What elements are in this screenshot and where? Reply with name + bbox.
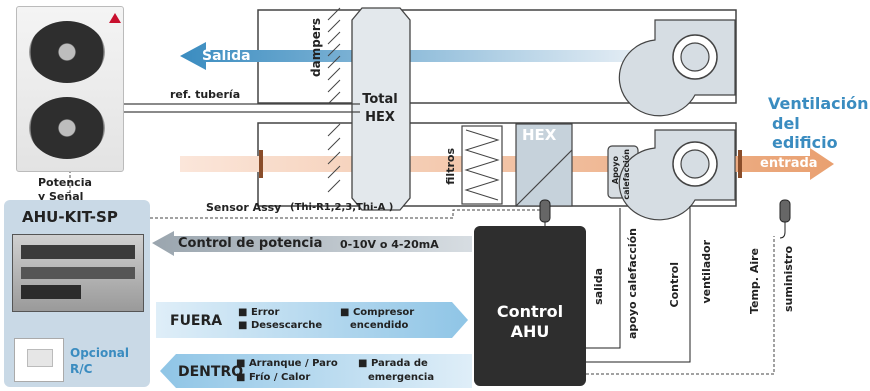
brand-logo-icon <box>109 13 121 23</box>
filtros-label: filtros <box>444 148 457 185</box>
hex-label: HEX <box>522 126 556 144</box>
outdoor-fan-bottom <box>29 97 105 159</box>
sensor-detail: (Thi-R1,2,3,Thi-A ) <box>290 202 393 213</box>
control-ahu-line2: AHU <box>474 322 586 341</box>
ref-tuberia-label: ref. tubería <box>170 88 240 101</box>
fuera-item-encendido: encendido <box>350 320 408 331</box>
dentro-item-arranque: ■ Arranque / Paro <box>236 358 338 369</box>
duct-cap-right <box>738 150 742 178</box>
page-title-line1: Ventilación <box>768 94 869 113</box>
potencia-label: Potencia <box>38 176 92 189</box>
total-hex-box <box>352 8 410 210</box>
control-potencia-detail: 0-10V o 4-20mA <box>340 238 439 251</box>
vlabel-apoyo: apoyo calefacción <box>626 228 639 339</box>
dampers-label: dampers <box>309 18 323 77</box>
kit-device-image <box>12 234 144 312</box>
dentro-item-emergencia: emergencia <box>368 372 434 383</box>
entrada-label: entrada <box>760 156 818 171</box>
vlabel-salida: salida <box>592 268 605 305</box>
control-ahu-box: Control AHU <box>474 226 586 386</box>
fuera-item-compresor: ■ Compresor <box>340 307 414 318</box>
optional-label-1: Opcional <box>70 346 129 360</box>
dentro-item-frio: ■ Frío / Calor <box>236 372 310 383</box>
dentro-label: DENTRO <box>178 364 243 380</box>
vlabel-temp: Temp. Aire <box>748 248 761 314</box>
control-ahu-line1: Control <box>474 302 586 321</box>
fuera-item-error: ■ Error <box>238 307 279 318</box>
fuera-label: FUERA <box>170 313 222 329</box>
outdoor-unit-image <box>16 6 124 172</box>
apoyo-label-2: calefacción <box>622 149 631 200</box>
total-hex-label-2: HEX <box>362 110 398 125</box>
kit-title: AHU-KIT-SP <box>22 208 118 226</box>
total-hex-label-1: Total <box>362 92 398 107</box>
optional-label-2: R/C <box>70 362 92 376</box>
outdoor-fan-top <box>29 21 105 83</box>
control-potencia-label: Control de potencia <box>178 236 322 251</box>
fuera-item-desescarche: ■ Desescarche <box>238 320 322 331</box>
page-title-line2: del edificio <box>772 114 870 152</box>
vlabel-ventilador: ventilador <box>700 240 713 304</box>
sensor-2 <box>780 200 790 238</box>
duct-cap-left <box>259 150 263 178</box>
vlabel-suministro: suministro <box>782 246 795 312</box>
ahu-kit-panel: AHU-KIT-SP Opcional R/C <box>4 200 150 387</box>
sensor-label: Sensor Assy <box>206 201 281 214</box>
remote-controller-image <box>14 338 64 382</box>
apoyo-label-1: Apoyo <box>611 156 620 184</box>
dentro-item-parada: ■ Parada de <box>358 358 428 369</box>
salida-label: Salida <box>202 48 251 64</box>
vlabel-control: Control <box>668 262 681 307</box>
